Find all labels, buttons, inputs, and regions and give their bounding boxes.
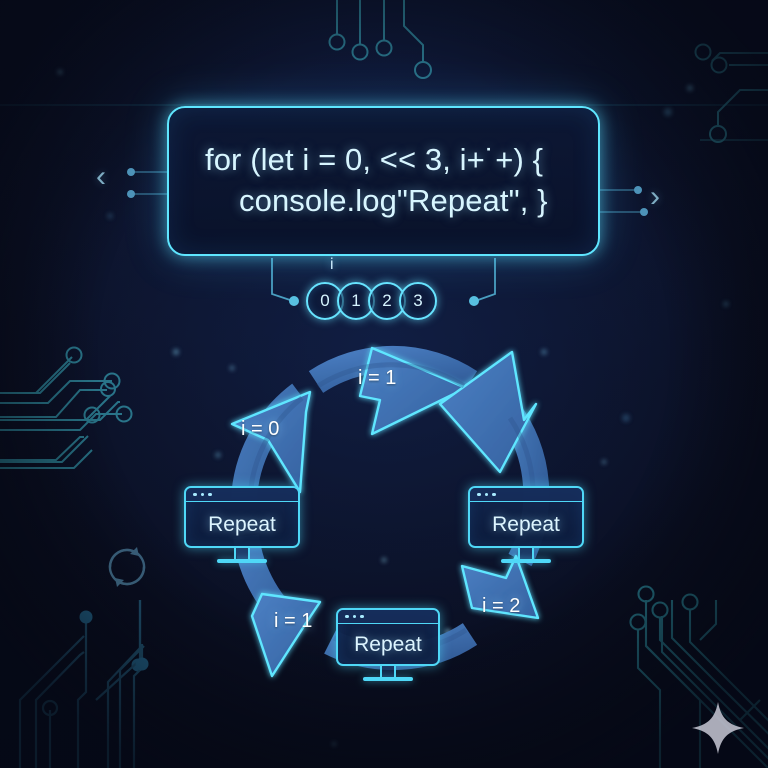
index-track: i 0 1 2 3 [306, 256, 437, 320]
repeat-monitor-bottom: Repeat [336, 608, 440, 681]
monitor-body: Repeat [470, 502, 582, 546]
code-line-2: console.log"Repeat", } [239, 183, 548, 218]
monitor-titlebar [186, 488, 298, 502]
step-label-lower-left: i = 1 [274, 610, 313, 632]
monitor-screen: Repeat [468, 486, 584, 548]
titlebar-dot-3 [360, 614, 364, 619]
monitor-screen: Repeat [184, 486, 300, 548]
monitor-stand-neck [380, 666, 396, 677]
monitor-body: Repeat [338, 624, 438, 664]
four-point-sparkle-icon [692, 702, 744, 754]
monitor-titlebar [470, 488, 582, 502]
titlebar-dot-2 [352, 614, 357, 619]
monitor-stand-neck [234, 548, 250, 559]
monitor-stand-foot [363, 677, 413, 681]
monitor-titlebar [338, 610, 438, 624]
step-label-lower-right: i = 2 [482, 595, 521, 617]
index-variable-label: i [330, 256, 334, 273]
code-panel: for (let i = 0, << 3, i+˙+) { console.lo… [167, 106, 600, 256]
step-label-top: i = 1 [358, 367, 397, 389]
monitor-label: Repeat [492, 512, 560, 536]
monitor-stand-neck [518, 548, 534, 559]
chevron-right-icon: › [650, 180, 660, 213]
step-label-upper-left: i = 0 [241, 418, 280, 440]
titlebar-dot-3 [492, 492, 496, 497]
code-line-1: for (let i = 0, << 3, i+˙+) { [205, 142, 544, 178]
titlebar-dot-2 [200, 492, 205, 497]
monitor-label: Repeat [354, 632, 422, 656]
chevron-left-icon: ‹ [96, 160, 106, 193]
titlebar-dot-3 [208, 492, 212, 497]
monitor-stand-foot [217, 559, 267, 563]
monitor-screen: Repeat [336, 608, 440, 666]
monitor-label: Repeat [208, 512, 276, 536]
titlebar-dot-1 [477, 492, 481, 497]
monitor-stand-foot [501, 559, 551, 563]
repeat-monitor-right: Repeat [468, 486, 584, 563]
titlebar-dot-1 [193, 492, 197, 497]
titlebar-dot-2 [484, 492, 489, 497]
monitor-body: Repeat [186, 502, 298, 546]
repeat-monitor-left: Repeat [184, 486, 300, 563]
titlebar-dot-1 [345, 614, 349, 619]
refresh-loop-icon [108, 547, 146, 587]
index-badge-row: 0 1 2 3 [306, 282, 437, 320]
index-badge-3[interactable]: 3 [399, 282, 437, 320]
cycle-arrow-heads [230, 346, 540, 678]
